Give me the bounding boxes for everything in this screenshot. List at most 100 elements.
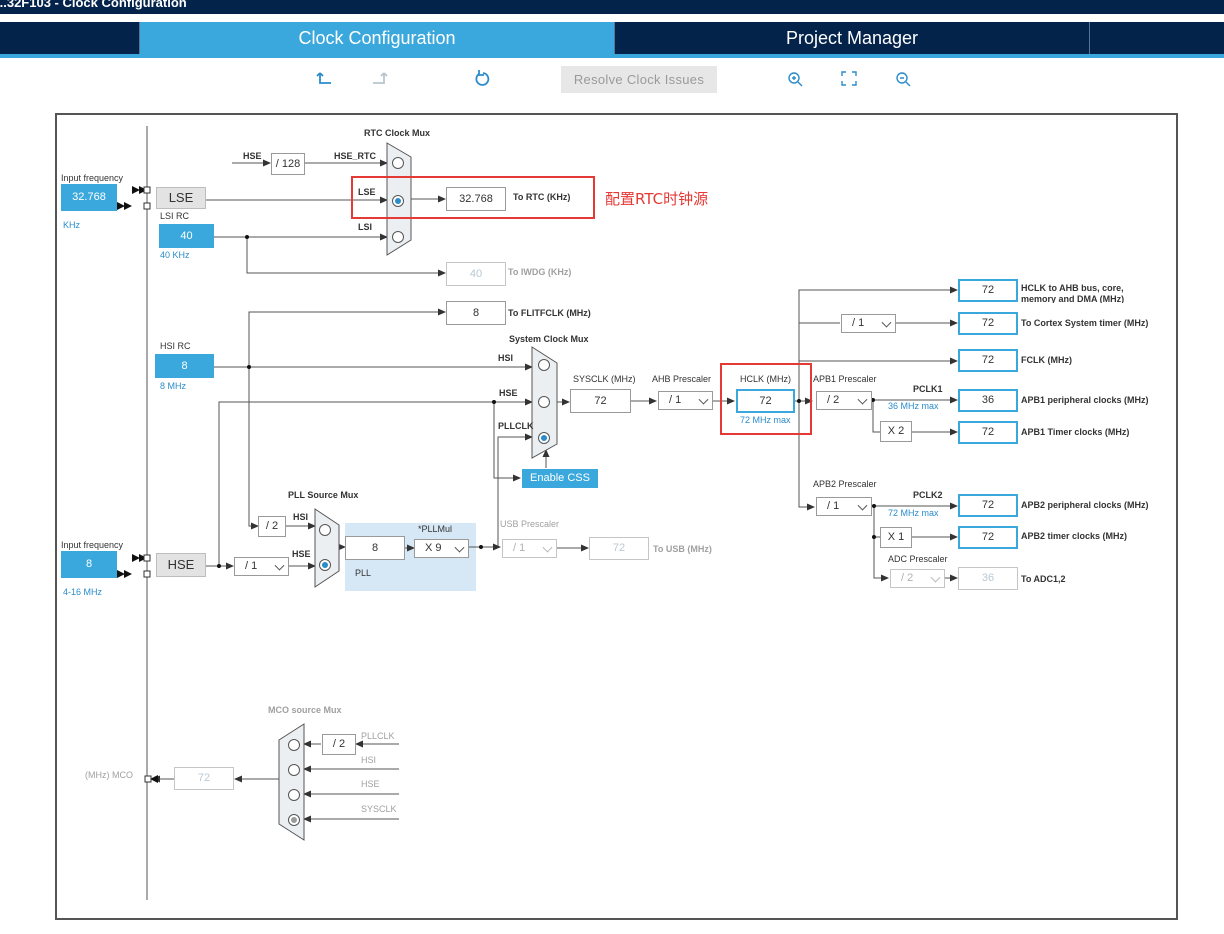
zoom-out-icon[interactable]	[891, 68, 915, 90]
apb1-prescaler-select[interactable]: / 2	[816, 391, 872, 410]
apb2-prescaler-label: APB2 Prescaler	[813, 479, 877, 489]
enable-css-button[interactable]: Enable CSS	[522, 469, 598, 488]
reset-icon[interactable]	[471, 68, 495, 90]
hclk-label: HCLK (MHz)	[740, 374, 791, 384]
apb1-prescaler-label: APB1 Prescaler	[813, 374, 877, 384]
pllmul-value: X 9	[425, 542, 442, 554]
hclk-ahb-output[interactable]: 72	[958, 279, 1018, 302]
tab-separator	[614, 22, 615, 54]
rtc-lsi-label: LSI	[358, 222, 373, 232]
pll-hsi-div-box: / 2	[258, 516, 286, 537]
pll-hsi-label: HSI	[293, 512, 309, 522]
usb-prescaler-value: / 1	[513, 542, 526, 554]
hclk-input[interactable]: 72	[736, 389, 795, 413]
hclk-ahb-output-label: HCLK to AHB bus, core, memory and DMA (M…	[1021, 283, 1125, 303]
hse-frequency-input[interactable]: 8	[61, 551, 117, 578]
lse-unit-label: KHz	[63, 220, 81, 230]
hsi-rc-value: 8	[155, 354, 214, 378]
breadcrumb: ...32F103 - Clock Configuration	[0, 0, 187, 10]
redo-icon[interactable]	[367, 68, 391, 90]
sysmux-hse-label: HSE	[499, 388, 518, 398]
apb2-max-label: 72 MHz max	[888, 508, 939, 518]
mco-pllclk-label: PLLCLK	[361, 731, 395, 741]
hse-source-box[interactable]: HSE	[156, 553, 206, 577]
top-bar: ...32F103 - Clock Configuration	[0, 0, 1224, 14]
chevron-down-icon	[857, 394, 868, 405]
pclk1-label: PCLK1	[913, 384, 943, 394]
rtc-hse-label: HSE	[243, 151, 262, 161]
apb2-peripheral-output-label: APB2 peripheral clocks (MHz)	[1021, 500, 1149, 510]
apb2-prescaler-value: / 1	[827, 500, 840, 512]
fit-screen-icon[interactable]	[837, 68, 861, 90]
apb2-timer-multiplier: X 1	[880, 527, 912, 548]
fclk-output[interactable]: 72	[958, 349, 1018, 372]
mco-hsi-label: HSI	[361, 755, 377, 765]
resolve-clock-issues-button[interactable]: Resolve Clock Issues	[561, 66, 717, 93]
apb1-timer-output[interactable]: 72	[958, 421, 1018, 444]
adc-prescaler-label: ADC Prescaler	[888, 554, 948, 564]
lsi-unit-label: 40 KHz	[160, 250, 190, 260]
mco-hse-label: HSE	[361, 779, 380, 789]
tab-separator	[1089, 22, 1090, 54]
ahb-prescaler-value: / 1	[669, 394, 682, 406]
lse-input-frequency-label: Input frequency	[61, 173, 124, 183]
hse-div128-box: / 128	[271, 153, 305, 175]
hsi-unit-label: 8 MHz	[160, 381, 187, 391]
hse-prediv-select[interactable]: / 1	[234, 557, 289, 576]
ahb-prescaler-select[interactable]: / 1	[658, 391, 713, 410]
undo-icon[interactable]	[313, 68, 337, 90]
iwdg-output-label: To IWDG (KHz)	[508, 267, 572, 277]
adc-prescaler-select[interactable]: / 2	[890, 569, 945, 588]
mco-pll-div-box: / 2	[322, 734, 356, 755]
pll-hse-label: HSE	[292, 549, 311, 559]
sysclk-value: 72	[570, 389, 631, 413]
apb2-peripheral-output[interactable]: 72	[958, 494, 1018, 517]
usb-output-label: To USB (MHz)	[653, 544, 712, 554]
lse-frequency-input[interactable]: 32.768	[61, 184, 117, 211]
apb1-max-label: 36 MHz max	[888, 401, 939, 411]
pll-input-value: 8	[345, 536, 405, 560]
rtc-clock-mux-title: RTC Clock Mux	[364, 128, 431, 138]
lsi-rc-value: 40	[159, 224, 214, 248]
pllmul-select[interactable]: X 9	[414, 539, 469, 558]
pll-source-mux-title: PLL Source Mux	[288, 490, 359, 500]
apb2-timer-output-label: APB2 timer clocks (MHz)	[1021, 531, 1128, 541]
ahb-prescaler-label: AHB Prescaler	[652, 374, 712, 384]
tab-clock-configuration[interactable]: Clock Configuration	[140, 22, 614, 54]
chevron-down-icon	[542, 542, 553, 553]
chevron-down-icon	[857, 500, 868, 511]
zoom-in-icon[interactable]	[783, 68, 807, 90]
lse-source-box[interactable]: LSE	[156, 187, 206, 209]
sysmux-hsi-label: HSI	[498, 353, 514, 363]
usb-prescaler-select[interactable]: / 1	[502, 539, 557, 558]
apb1-peripheral-output[interactable]: 36	[958, 389, 1018, 412]
mco-output-value: 72	[174, 767, 234, 790]
apb2-prescaler-select[interactable]: / 1	[816, 497, 872, 516]
adc-output-value: 36	[958, 567, 1018, 590]
hsi-rc-label: HSI RC	[160, 341, 191, 351]
tab-underline	[0, 54, 1224, 58]
lsi-rc-label: LSI RC	[160, 211, 190, 221]
hse-input-frequency-label: Input frequency	[61, 540, 124, 550]
hse-rtc-label: HSE_RTC	[334, 151, 377, 161]
usb-output-value: 72	[589, 537, 649, 560]
chevron-down-icon	[274, 560, 285, 571]
pllmul-label: *PLLMul	[418, 524, 453, 534]
rtc-lse-label: LSE	[358, 187, 376, 197]
annotation-rtc: 配置RTC时钟源	[605, 190, 709, 208]
flitf-output-value: 8	[446, 301, 506, 325]
cortex-timer-output[interactable]: 72	[958, 312, 1018, 335]
cortex-timer-prescaler-select[interactable]: / 1	[841, 314, 896, 333]
tab-separator	[139, 22, 140, 54]
adc-prescaler-value: / 2	[901, 572, 914, 584]
chevron-down-icon	[881, 317, 892, 328]
mco-output-label: (MHz) MCO	[85, 770, 133, 780]
apb1-prescaler-value: / 2	[827, 394, 840, 406]
chevron-down-icon	[454, 542, 465, 553]
sysclk-label: SYSCLK (MHz)	[573, 374, 636, 384]
tab-project-manager[interactable]: Project Manager	[785, 28, 919, 48]
rtc-highlight-box	[351, 176, 595, 219]
chevron-down-icon	[930, 572, 941, 583]
apb2-timer-output[interactable]: 72	[958, 526, 1018, 549]
apb1-timer-multiplier: X 2	[880, 421, 912, 442]
